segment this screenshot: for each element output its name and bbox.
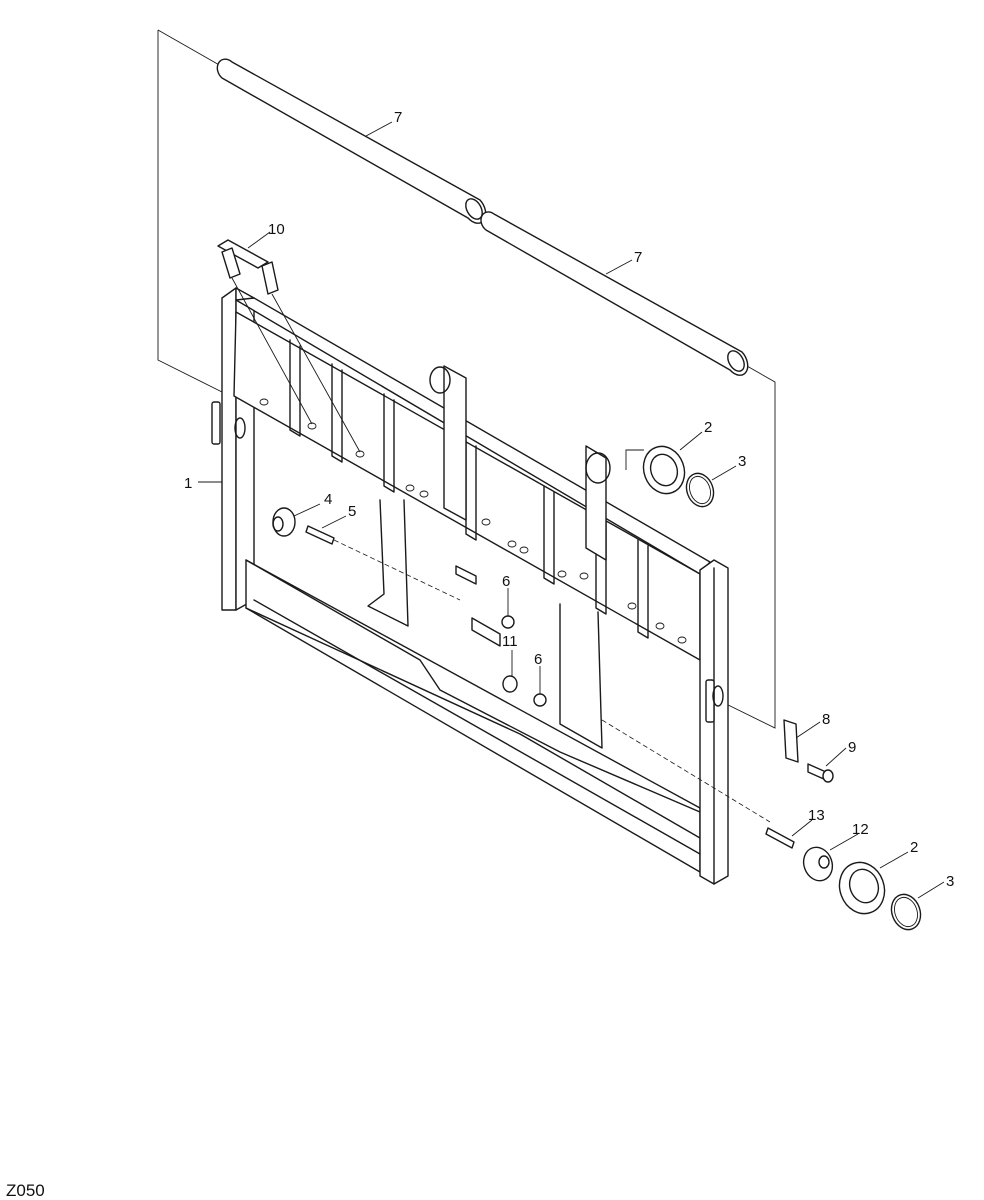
callout-7-upper: 7 — [394, 109, 402, 126]
snap-ring-lower — [890, 893, 922, 931]
callout-7-lower: 7 — [634, 249, 642, 266]
bolt-part-9 — [807, 763, 834, 783]
callout-11: 11 — [502, 633, 518, 650]
callout-9: 9 — [848, 739, 856, 756]
chain-part-10 — [217, 239, 361, 453]
fitting-part-11 — [502, 675, 518, 693]
bearing-upper — [625, 445, 686, 495]
snap-ring-upper — [685, 472, 715, 508]
spring-pin-part-13 — [765, 827, 795, 849]
nut-part-6-upper — [501, 615, 515, 629]
carriage-frame — [211, 287, 729, 885]
callout-4: 4 — [324, 491, 332, 508]
callout-2-lower: 2 — [910, 839, 918, 856]
callout-2-upper: 2 — [704, 419, 712, 436]
callout-6-upper: 6 — [502, 573, 510, 590]
leader-lines — [198, 121, 945, 899]
callout-12: 12 — [852, 821, 869, 838]
callout-3-upper: 3 — [738, 453, 746, 470]
callout-5: 5 — [348, 503, 356, 520]
nut-part-6-lower — [533, 693, 547, 707]
spring-pin-part-5 — [305, 525, 335, 545]
callout-6-lower: 6 — [534, 651, 542, 668]
callout-labels: 1 2 2 3 3 4 5 6 6 7 7 8 9 10 11 12 13 — [184, 109, 954, 890]
callout-1: 1 — [184, 475, 192, 492]
drawing-code: Z050 — [6, 1181, 45, 1200]
callout-8: 8 — [822, 711, 830, 728]
plate-part-8 — [783, 719, 799, 763]
callout-13: 13 — [808, 807, 825, 824]
collar-part-12 — [802, 846, 834, 882]
callout-3-lower: 3 — [946, 873, 954, 890]
callout-10: 10 — [268, 221, 285, 238]
roller-part-4 — [272, 507, 296, 537]
roller-shaft-lower — [480, 211, 749, 376]
roller-shaft-upper — [216, 58, 487, 224]
bearing-lower — [838, 861, 886, 915]
